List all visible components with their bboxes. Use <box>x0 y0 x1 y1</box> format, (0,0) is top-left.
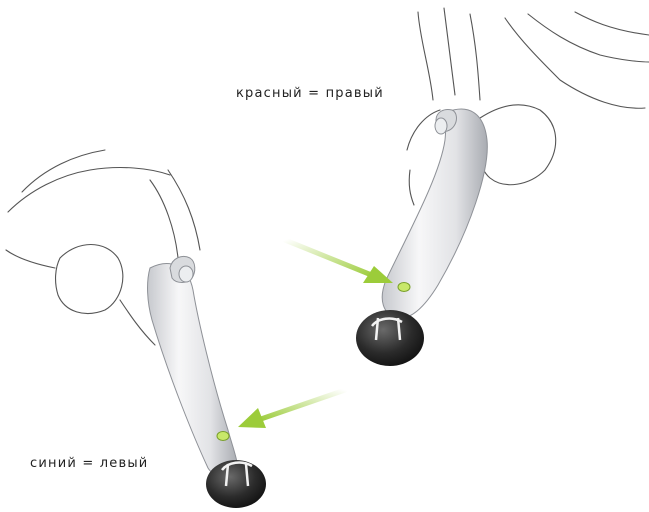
ear-tip <box>170 256 195 282</box>
label-right-device: красный = правый <box>236 86 384 101</box>
device-cap-right <box>356 310 424 366</box>
left-hearing-device <box>148 256 266 508</box>
indicator-light-right <box>398 283 410 292</box>
label-left-device: синий = левый <box>30 456 148 471</box>
indicator-light-left <box>217 432 229 441</box>
right-hearing-device <box>356 109 487 366</box>
device-cap-left <box>206 460 266 508</box>
pointer-arrow-right <box>285 240 393 283</box>
pointer-arrow-left <box>238 390 345 428</box>
